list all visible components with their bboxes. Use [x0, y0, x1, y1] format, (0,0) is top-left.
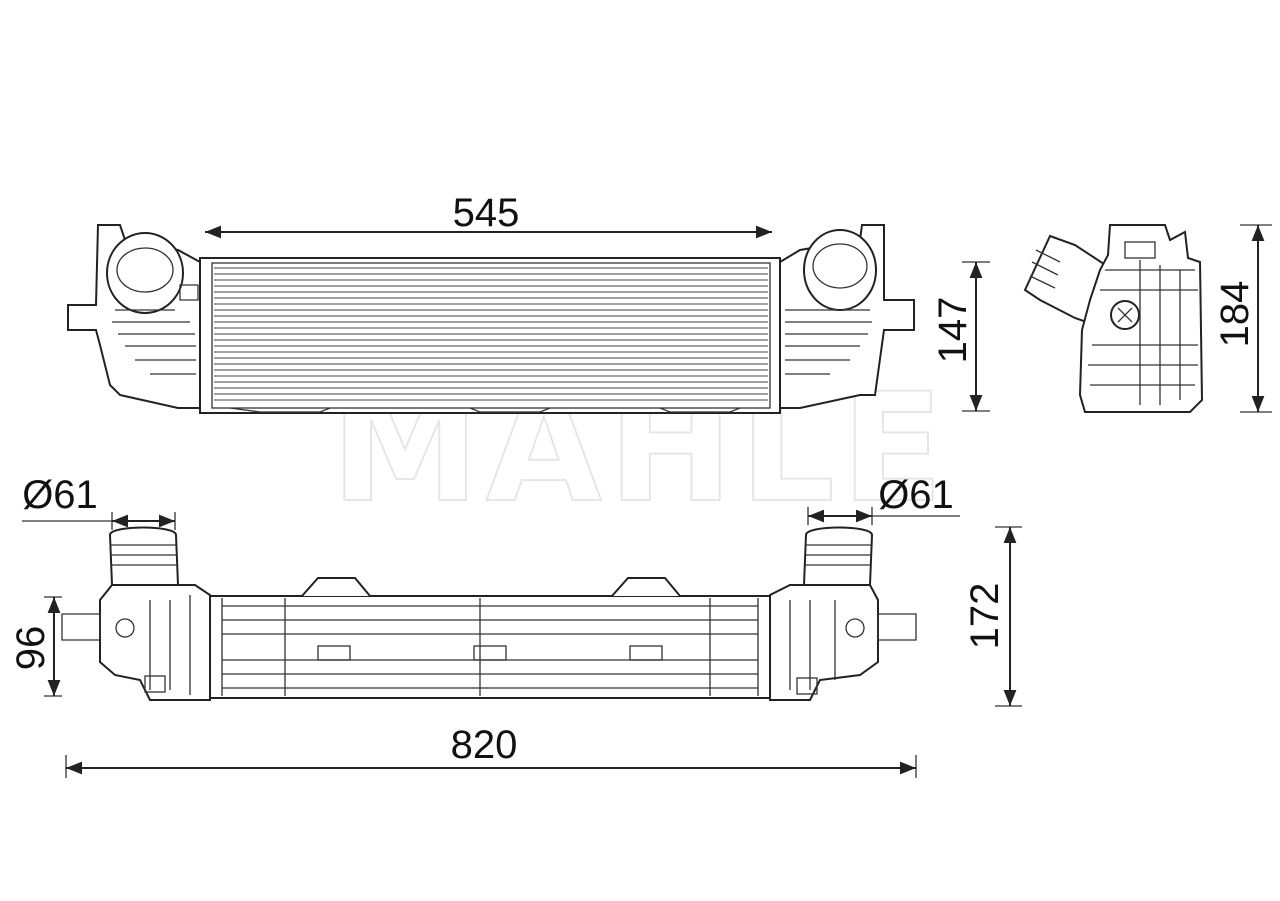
bottom-right-tank: [769, 584, 879, 701]
side-body: [1078, 224, 1204, 413]
bottom-right-pipe: [802, 526, 874, 586]
core-frame: [199, 257, 781, 414]
bottom-left-pipe: [108, 526, 180, 586]
core-width-label: 545: [453, 191, 520, 235]
side-view: 184: [1023, 224, 1272, 413]
core-fins: [214, 267, 768, 401]
outlet-height-label: 96: [9, 626, 53, 671]
bottom-height-label: 172: [963, 583, 1007, 650]
overall-length-label: 820: [451, 723, 518, 767]
right-inlet-pipe: [803, 229, 877, 311]
bottom-left-tank: [99, 584, 211, 701]
core-height-label: 147: [931, 297, 975, 364]
side-height-label: 184: [1213, 281, 1257, 348]
left-diameter-label: Ø61: [22, 473, 98, 517]
left-inlet-pipe: [106, 232, 184, 314]
front-view: 545 147: [67, 191, 990, 414]
bottom-core-tubes: [221, 598, 759, 696]
right-diameter-label: Ø61: [878, 473, 954, 517]
bottom-core: [209, 595, 771, 699]
top-view: Ø61 Ø61 96: [9, 473, 1022, 778]
